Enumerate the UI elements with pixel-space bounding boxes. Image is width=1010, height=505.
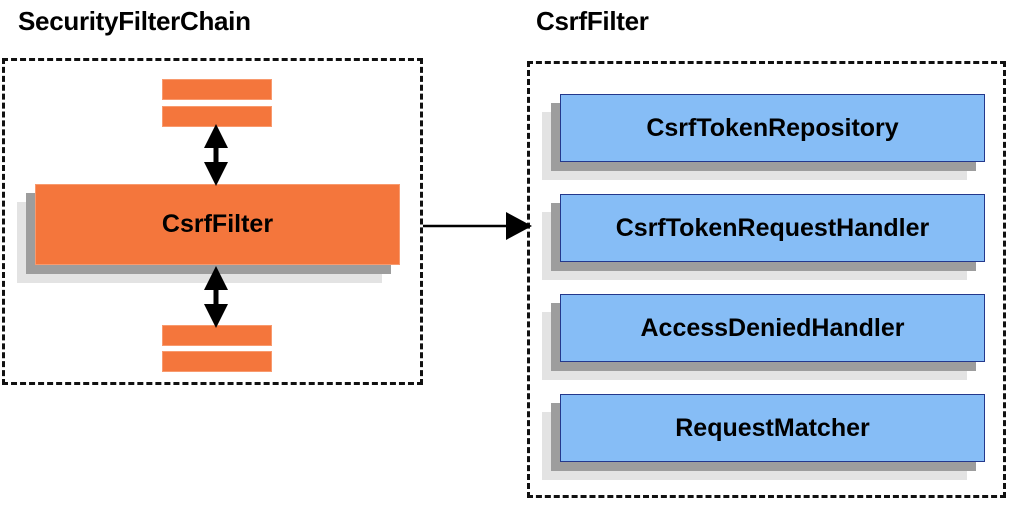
collaborator-block-csrf-token-repository[interactable]: CsrfTokenRepository bbox=[542, 94, 985, 180]
collaborator-label: AccessDeniedHandler bbox=[640, 313, 905, 342]
filter-bar-top-1[interactable] bbox=[162, 79, 272, 100]
collaborator-face[interactable]: CsrfTokenRequestHandler bbox=[560, 194, 985, 262]
collaborator-label: CsrfTokenRequestHandler bbox=[615, 213, 930, 242]
collaborator-face[interactable]: RequestMatcher bbox=[560, 394, 985, 462]
expansion-arrow-icon bbox=[423, 212, 532, 240]
filter-bar-bottom-2[interactable] bbox=[162, 351, 272, 372]
security-filter-chain-container bbox=[2, 58, 423, 385]
page-title-security-filter-chain: SecurityFilterChain bbox=[18, 6, 251, 36]
collaborator-face[interactable]: CsrfTokenRepository bbox=[560, 94, 985, 162]
page-title-csrf-filter: CsrfFilter bbox=[536, 6, 649, 36]
csrf-filter-label: CsrfFilter bbox=[161, 210, 274, 238]
filter-bar-top-2[interactable] bbox=[162, 106, 272, 127]
collaborator-block-access-denied-handler[interactable]: AccessDeniedHandler bbox=[542, 294, 985, 380]
collaborator-block-request-matcher[interactable]: RequestMatcher bbox=[542, 394, 985, 480]
filter-bar-bottom-1[interactable] bbox=[162, 325, 272, 346]
collaborator-label: CsrfTokenRepository bbox=[646, 113, 899, 142]
csrf-filter-face[interactable]: CsrfFilter bbox=[35, 184, 400, 265]
collaborator-block-csrf-token-request-handler[interactable]: CsrfTokenRequestHandler bbox=[542, 194, 985, 280]
csrf-filter-detail-container bbox=[527, 61, 1006, 498]
collaborator-label: RequestMatcher bbox=[675, 413, 870, 442]
collaborator-face[interactable]: AccessDeniedHandler bbox=[560, 294, 985, 362]
csrf-filter-block[interactable]: CsrfFilter bbox=[17, 184, 400, 283]
